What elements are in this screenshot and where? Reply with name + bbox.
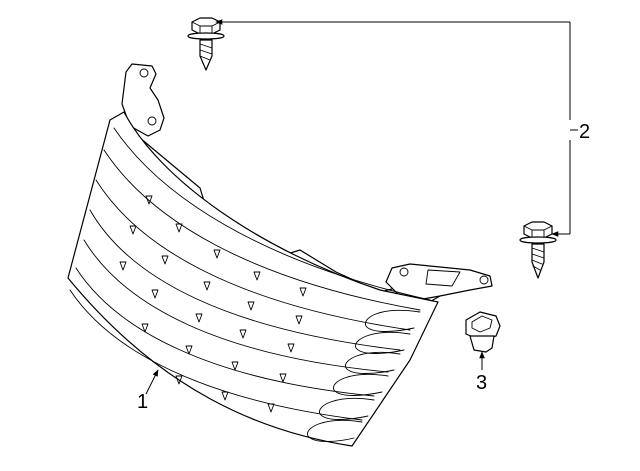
side-bracket-hole-left xyxy=(399,267,409,277)
callout-1: 1 xyxy=(137,391,148,413)
leader-lens xyxy=(145,369,159,395)
callout-3: 3 xyxy=(476,372,487,394)
side-bracket-rib xyxy=(425,269,461,287)
screw-lower xyxy=(519,221,557,279)
lens-body xyxy=(67,111,439,447)
lens-reflector-marks xyxy=(119,195,307,413)
side-bracket-hole-right xyxy=(479,275,489,285)
tail-lamp-lens xyxy=(67,63,493,447)
lens-ribs xyxy=(69,127,431,421)
callout-2: 2 xyxy=(579,121,590,143)
bracket-hole-upper xyxy=(139,68,149,78)
nut xyxy=(465,311,501,353)
lens-scallops xyxy=(307,309,421,442)
bracket-hole-lower xyxy=(147,116,157,126)
screw-upper xyxy=(187,17,225,71)
callout-leaders xyxy=(145,19,578,395)
